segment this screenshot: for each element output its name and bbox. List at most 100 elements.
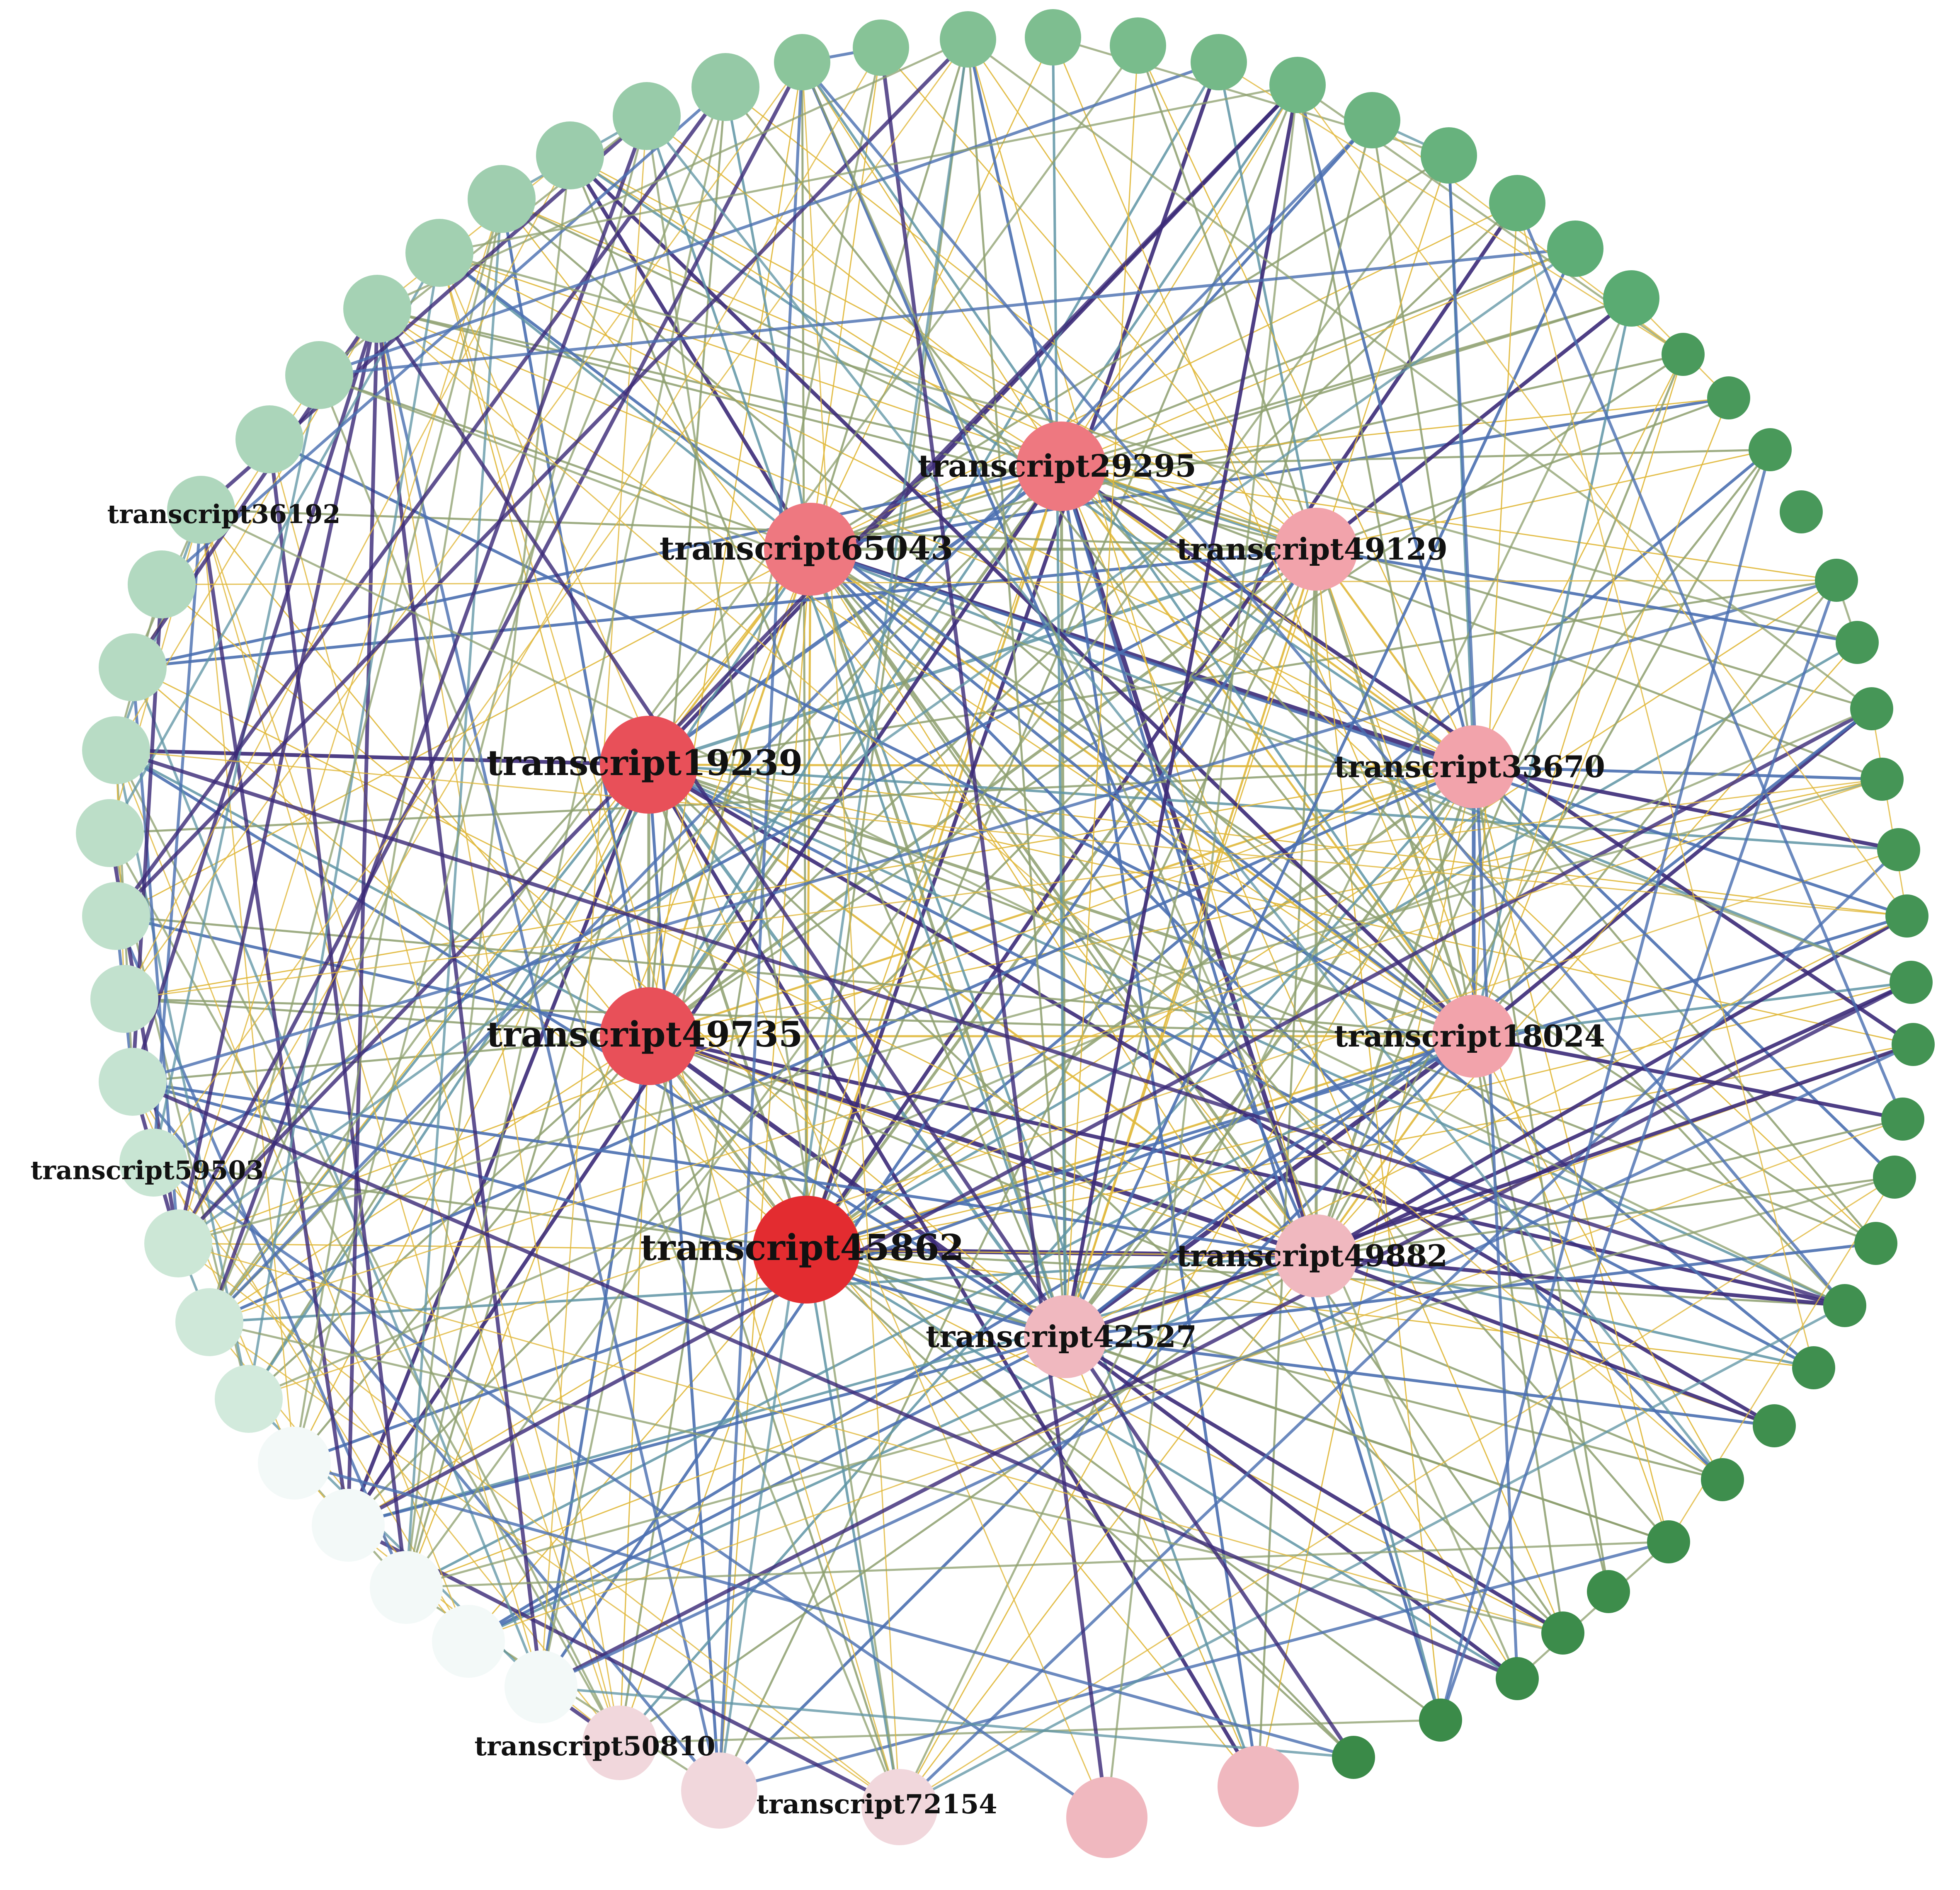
ring-node — [1861, 758, 1904, 801]
edge — [540, 47, 882, 1687]
edge — [1315, 1254, 1775, 1428]
edge — [500, 199, 650, 1037]
edge — [347, 707, 1873, 1527]
edge — [200, 509, 621, 1743]
edge — [805, 202, 1519, 1251]
edge — [1065, 1242, 1876, 1338]
hub-node-transcript29295 — [1016, 422, 1106, 511]
ring-node — [1344, 92, 1400, 148]
edge — [1137, 45, 1317, 550]
edge — [209, 549, 811, 1323]
ring-node — [128, 550, 196, 618]
edge — [1473, 354, 1684, 767]
edge — [967, 38, 1873, 710]
hub-label-transcript42527: transcript42527 — [926, 1319, 1197, 1354]
edge — [153, 548, 1317, 1164]
edge — [269, 438, 1475, 1038]
ring-node — [1269, 57, 1326, 113]
ring-node — [76, 799, 144, 867]
ring-node — [1421, 127, 1477, 184]
edge — [810, 297, 1632, 550]
edge — [209, 1035, 649, 1323]
edge — [1052, 37, 1067, 1337]
edge — [1316, 1176, 1895, 1257]
edge — [319, 374, 1911, 984]
edge — [405, 87, 727, 1588]
edge — [376, 308, 1355, 1759]
edge — [805, 641, 1858, 1251]
edge — [1065, 155, 1450, 1337]
edge — [801, 61, 1519, 1679]
edge — [898, 298, 1633, 1808]
edge — [1063, 85, 1300, 1337]
edge — [1315, 766, 1475, 1257]
edge — [569, 155, 1067, 1337]
edge — [132, 1035, 649, 1083]
edge — [269, 439, 621, 1743]
edge — [1447, 155, 1519, 1679]
edge — [810, 47, 882, 550]
ring-node — [1780, 490, 1823, 533]
ring-node — [82, 716, 150, 784]
edge — [208, 45, 1139, 1323]
edge — [115, 748, 1846, 1308]
edge — [124, 998, 649, 1037]
ring-label-transcript36192: transcript36192 — [107, 499, 340, 529]
edge — [1315, 548, 1475, 1037]
edge — [899, 1304, 1846, 1808]
edge — [377, 308, 1474, 1037]
ring-node — [1547, 220, 1603, 277]
edge — [540, 548, 1317, 1688]
edge — [1061, 248, 1576, 467]
edge — [124, 155, 571, 999]
ring-node — [370, 1551, 443, 1624]
ring-node — [1836, 621, 1879, 664]
hub-label-transcript49735: transcript49735 — [487, 1014, 803, 1055]
edge — [1472, 707, 1873, 1038]
edge — [132, 666, 1317, 1257]
edge — [810, 548, 1912, 984]
ring-node — [432, 1605, 505, 1678]
edge — [177, 548, 811, 1244]
edge — [806, 1249, 1563, 1634]
edge — [377, 308, 1474, 768]
edge — [377, 155, 570, 310]
edge — [376, 38, 969, 310]
hub-label-transcript45862: transcript45862 — [640, 1227, 964, 1269]
edge — [1257, 549, 1317, 1787]
edge — [801, 61, 1846, 1307]
edge — [966, 39, 1063, 467]
ring-node — [1753, 1404, 1796, 1447]
edge — [619, 1036, 650, 1743]
edge — [116, 749, 1907, 917]
edge — [468, 1118, 1903, 1642]
edge — [801, 62, 1062, 467]
edge — [1472, 766, 1896, 1178]
edge — [405, 549, 811, 1588]
hub-node-transcript49129 — [1275, 508, 1358, 591]
edge — [209, 1321, 1563, 1634]
edge — [648, 353, 1684, 1037]
edge — [1064, 1335, 1519, 1680]
ring-node — [312, 1489, 385, 1562]
edge — [1473, 397, 1730, 1037]
ring-node — [861, 1769, 938, 1845]
edge — [1516, 1541, 1669, 1679]
edge — [809, 548, 1067, 1338]
hub-node-transcript49735 — [600, 987, 698, 1085]
edge — [152, 375, 320, 1163]
ring-node — [691, 53, 759, 121]
ring-node — [1792, 1346, 1835, 1389]
edge — [879, 47, 1109, 1818]
edge — [1061, 297, 1632, 468]
edge — [247, 252, 441, 1399]
hub-label-transcript49882: transcript49882 — [1176, 1238, 1448, 1273]
edge — [1315, 1255, 1442, 1720]
edge — [294, 1461, 1354, 1759]
ring-node — [285, 341, 353, 409]
edge — [1257, 766, 1475, 1787]
edge — [1064, 120, 1373, 1337]
edge — [648, 764, 1564, 1634]
edge — [347, 1523, 901, 1809]
ring-node — [1854, 1222, 1897, 1265]
